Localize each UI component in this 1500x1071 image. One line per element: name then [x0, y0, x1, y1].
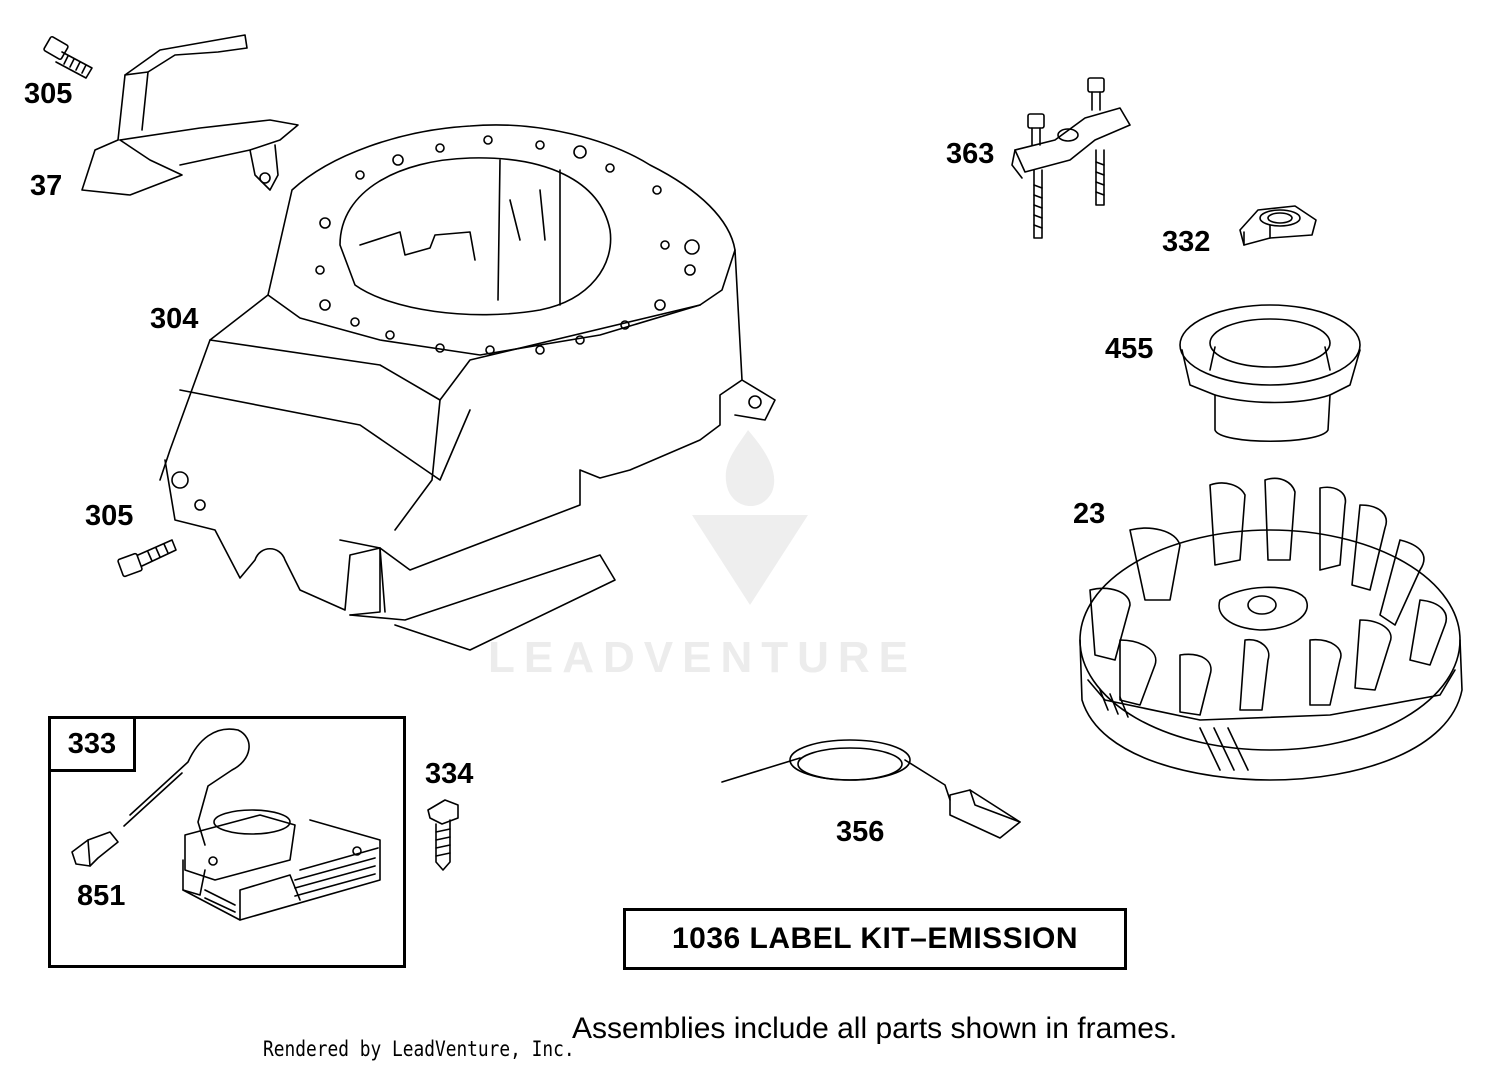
part-label-363: 363	[946, 138, 995, 170]
part-label-333: 333	[48, 716, 136, 772]
starter-cup-455-drawing	[1179, 304, 1361, 443]
assemblies-note: Assemblies include all parts shown in fr…	[572, 1012, 1178, 1045]
part-label-334: 334	[425, 758, 474, 790]
blower-housing-304-drawing	[159, 124, 776, 651]
label-kit-text: 1036 LABEL KIT–EMISSION	[671, 922, 1079, 955]
bolt-305-mid-drawing	[117, 539, 177, 578]
render-credit: Rendered by LeadVenture, Inc.	[263, 1037, 575, 1061]
armature-333-drawing	[123, 728, 381, 921]
label-kit-box: 1036 LABEL KIT–EMISSION	[623, 908, 1127, 970]
watermark-logo	[692, 430, 808, 605]
assembly-frame-333: 333	[48, 716, 406, 968]
part-label-37: 37	[30, 170, 63, 202]
nut-332-drawing	[1239, 205, 1317, 246]
bolt-305-top-drawing	[43, 36, 93, 79]
air-guide-37-drawing	[81, 34, 299, 196]
flywheel-23-drawing	[1079, 477, 1463, 781]
part-label-305-top: 305	[24, 78, 73, 110]
part-label-356: 356	[836, 816, 885, 848]
part-label-332: 332	[1162, 226, 1211, 258]
part-label-455: 455	[1105, 333, 1154, 365]
part-label-23: 23	[1073, 498, 1106, 530]
part-label-304: 304	[150, 303, 199, 335]
part-label-851: 851	[77, 880, 126, 912]
ground-wire-356-drawing	[721, 739, 1021, 839]
screw-334-drawing	[427, 799, 459, 871]
watermark-text: LEADVENTURE	[488, 633, 918, 682]
bracket-363-drawing	[1011, 77, 1131, 239]
spark-plug-boot-851-drawing	[71, 831, 119, 867]
part-label-305-mid: 305	[85, 500, 134, 532]
